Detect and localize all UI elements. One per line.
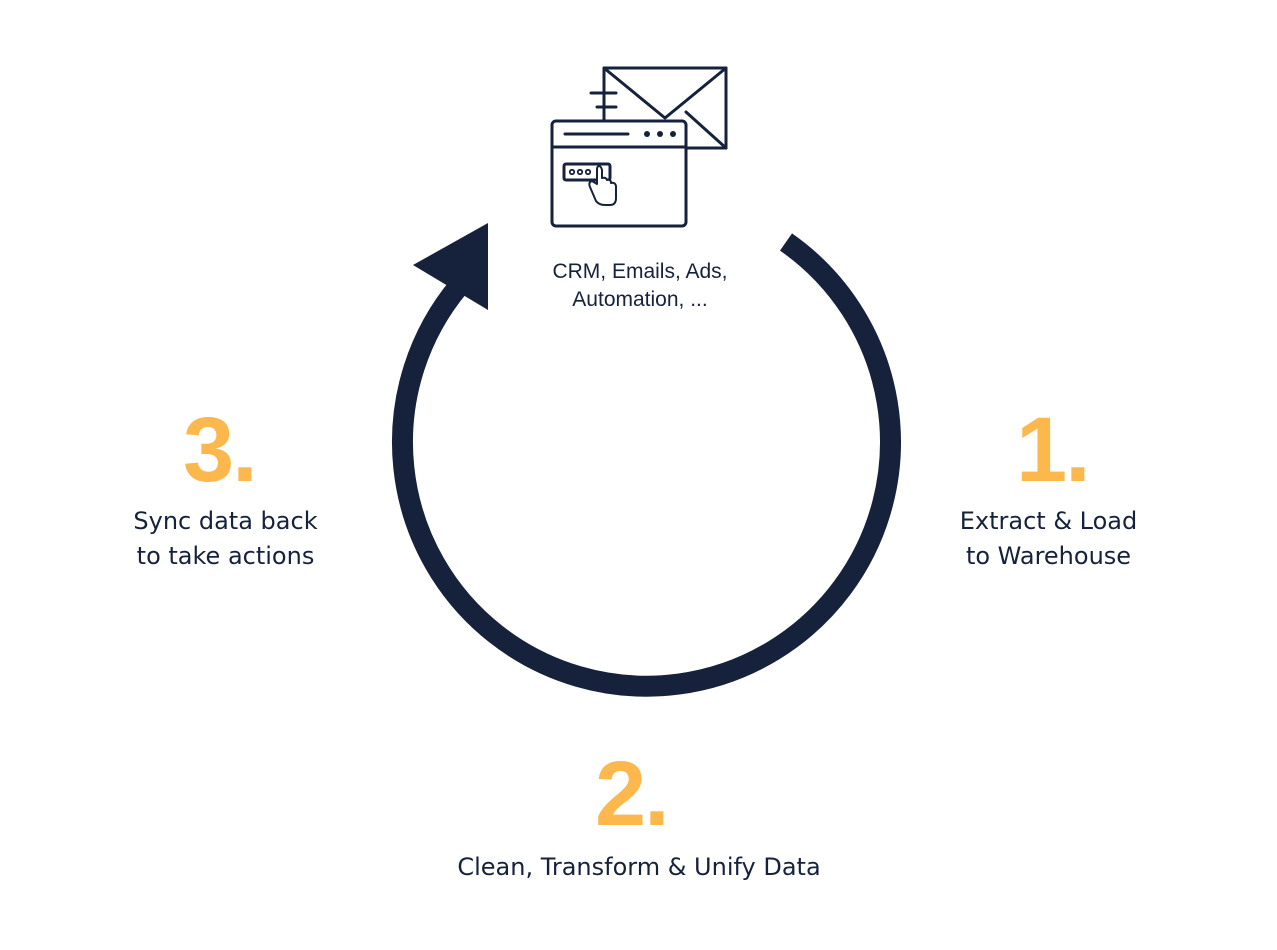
step-3-description: Sync data back to take actions: [113, 504, 338, 574]
cycle-arc: [391, 233, 901, 697]
step-3-line2: to take actions: [136, 542, 315, 570]
web-app-and-email-icon: [550, 66, 728, 228]
step-1-description: Extract & Load to Warehouse: [936, 504, 1161, 574]
step-1-line1: Extract & Load: [959, 507, 1138, 535]
source-label: CRM, Emails, Ads, Automation, ...: [520, 258, 760, 314]
step-2-line1: Clean, Transform & Unify Data: [457, 853, 821, 881]
step-1-number: 1.: [1016, 399, 1091, 501]
step-2-description: Clean, Transform & Unify Data: [400, 850, 878, 885]
step-3-number: 3.: [183, 399, 258, 501]
source-label-line2: Automation, ...: [572, 288, 708, 311]
step-2-number: 2.: [595, 743, 670, 845]
pointing-hand-icon: [588, 165, 617, 206]
source-label-line1: CRM, Emails, Ads,: [552, 260, 728, 283]
browser-window-icon: [550, 119, 688, 228]
cycle-arrowhead: [413, 223, 488, 310]
step-3-line1: Sync data back: [133, 507, 318, 535]
step-1-line2: to Warehouse: [965, 542, 1132, 570]
